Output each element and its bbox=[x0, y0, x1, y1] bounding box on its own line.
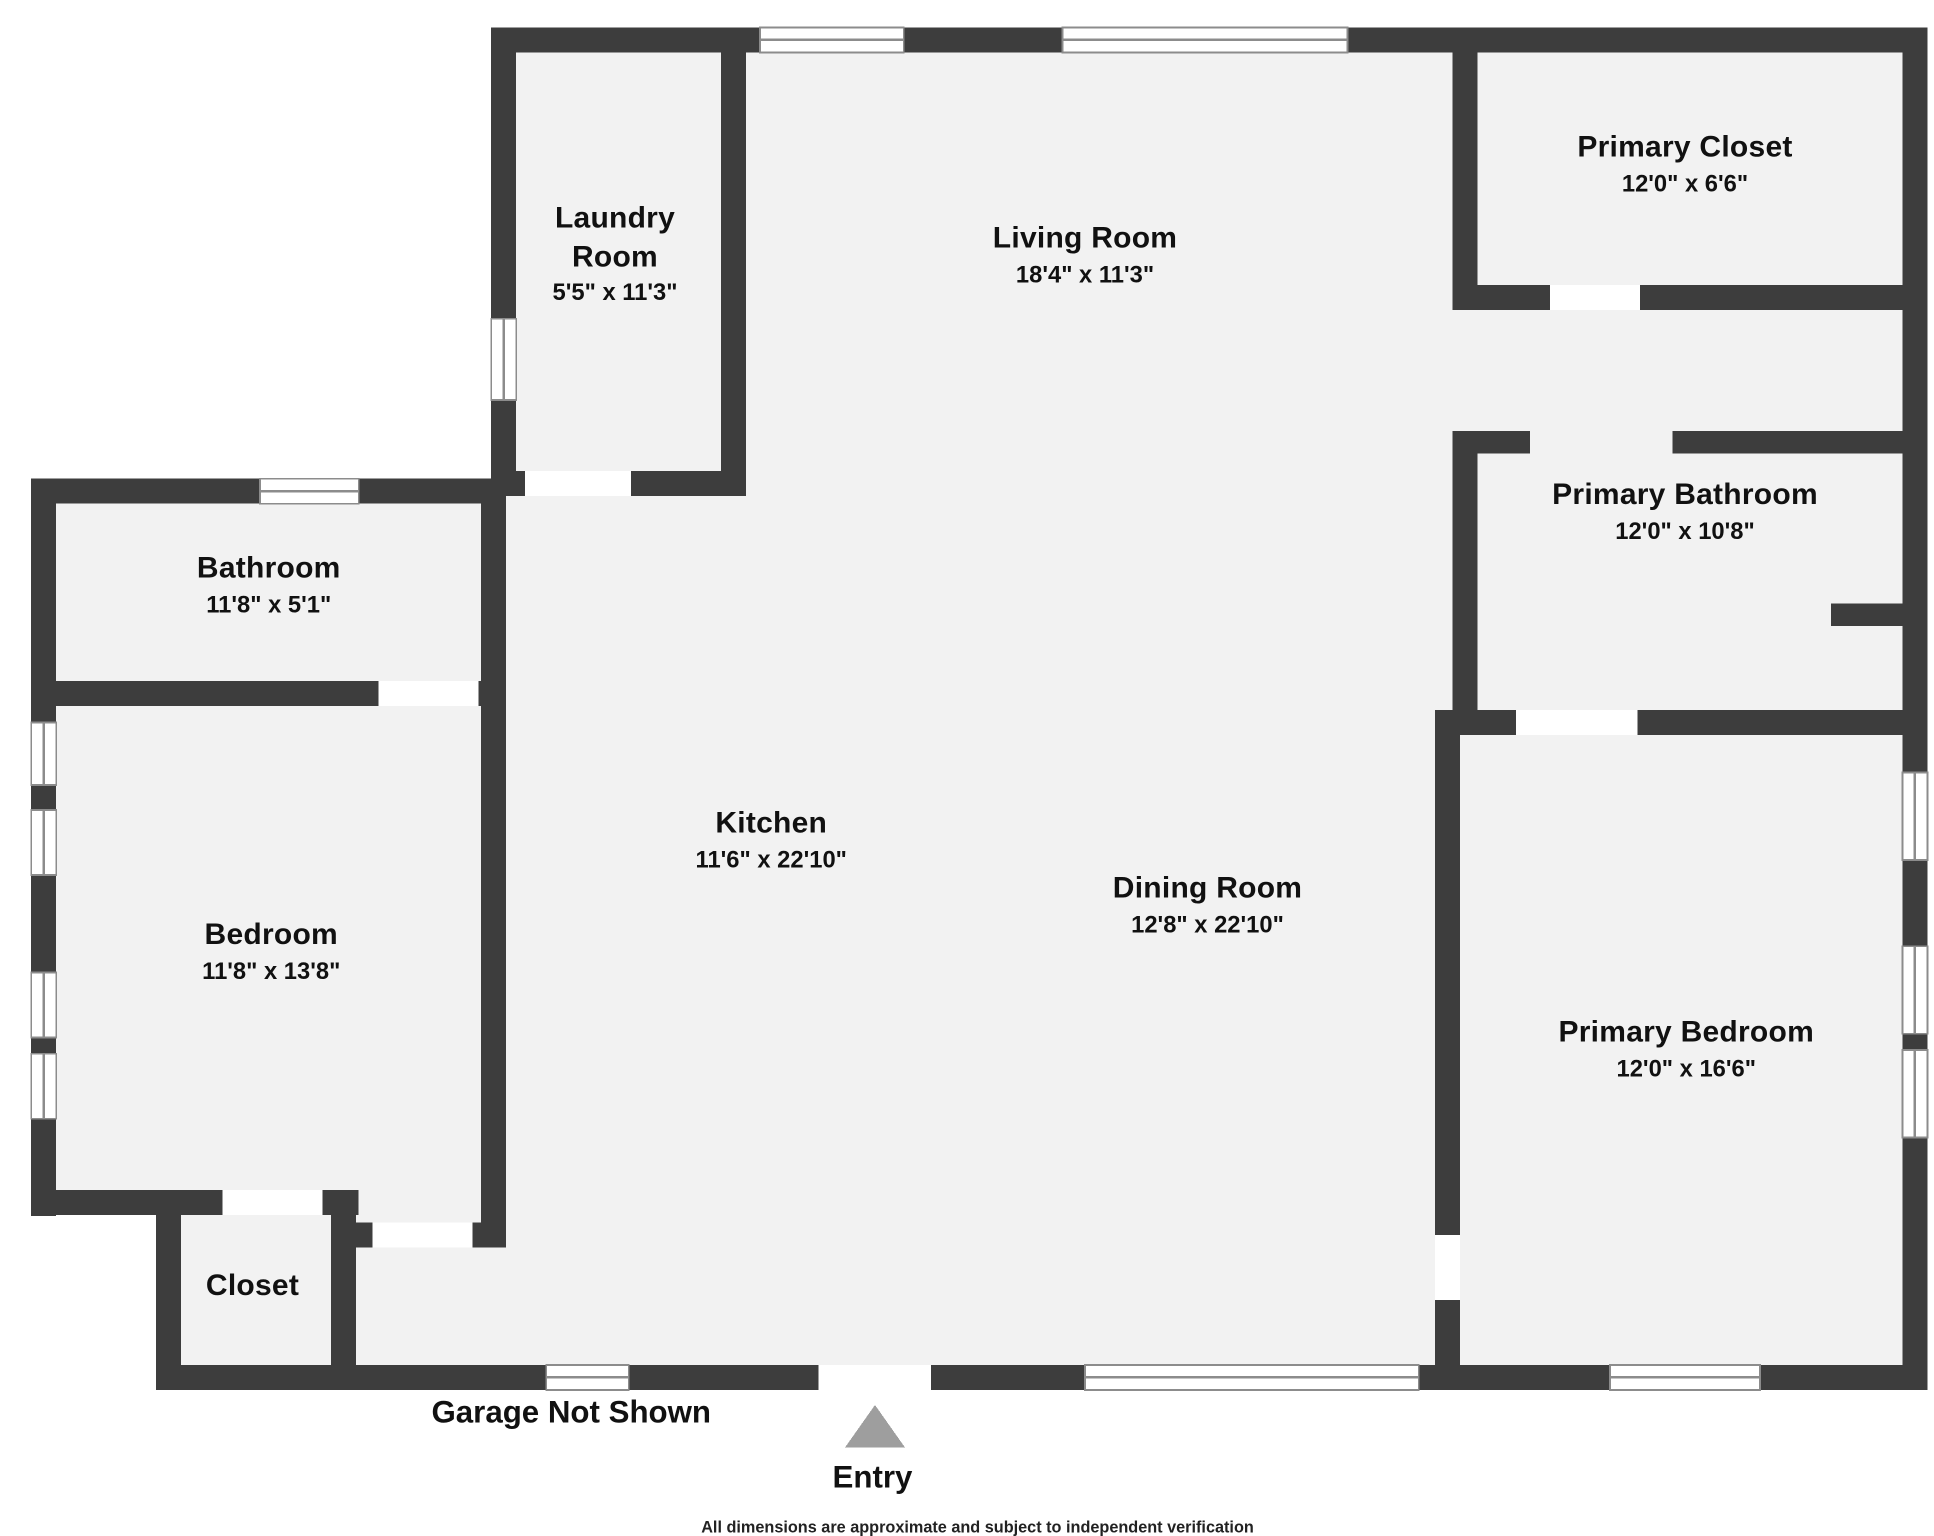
room-label-primary-bathroom: Primary Bathroom 12'0" x 10'8" bbox=[1552, 476, 1818, 546]
wall-segment bbox=[1452, 27, 1928, 53]
window-marker bbox=[30, 721, 58, 786]
room-label-kitchen: Kitchen 11'6" x 22'10" bbox=[696, 805, 847, 875]
room-name: Bathroom bbox=[196, 551, 341, 585]
entry-label: Entry bbox=[832, 1460, 913, 1495]
wall-segment bbox=[491, 27, 517, 497]
floor-kitchen-left bbox=[499, 487, 750, 1383]
window-marker bbox=[30, 971, 58, 1039]
wall-segment bbox=[1452, 284, 1928, 310]
room-dimensions: 12'0" x 16'6" bbox=[1616, 1055, 1756, 1083]
room-dimensions: 12'0" x 6'6" bbox=[1621, 170, 1749, 198]
floor-center bbox=[737, 34, 1457, 1383]
window-marker bbox=[30, 809, 58, 876]
room-name: Primary Bedroom bbox=[1558, 1015, 1815, 1049]
window-marker bbox=[545, 1364, 630, 1391]
room-dimensions: 11'8" x 13'8" bbox=[202, 958, 341, 985]
room-name: Bedroom bbox=[204, 917, 338, 952]
wall-segment bbox=[156, 1189, 182, 1390]
floor-right-wing bbox=[1456, 34, 1919, 1383]
window-marker bbox=[1901, 1049, 1929, 1139]
wall-segment bbox=[721, 27, 747, 497]
room-dimensions: 5'5" x 11'3" bbox=[552, 280, 678, 307]
floor-laundry bbox=[499, 34, 738, 488]
room-dimensions: 12'8" x 22'10" bbox=[1131, 912, 1284, 939]
window-marker bbox=[1061, 26, 1349, 54]
window-marker bbox=[759, 26, 905, 54]
wall-segment bbox=[1452, 431, 1530, 454]
room-label-closet: Closet bbox=[206, 1268, 299, 1306]
room-label-bedroom: Bedroom 11'8" x 13'8" bbox=[202, 916, 340, 986]
room-label-dining: Dining Room 12'8" x 22'10" bbox=[1113, 870, 1302, 940]
door-opening bbox=[378, 681, 479, 707]
floor-closet bbox=[162, 1193, 357, 1383]
door-opening bbox=[372, 1222, 473, 1248]
room-dimensions: 11'8" x 5'1" bbox=[206, 592, 332, 619]
window-marker bbox=[1901, 771, 1929, 861]
door-openings bbox=[222, 284, 1640, 1390]
room-name: Closet bbox=[205, 1268, 300, 1303]
window-marker bbox=[1084, 1364, 1420, 1391]
window-marker bbox=[1609, 1364, 1761, 1391]
wall-segment bbox=[491, 27, 747, 53]
wall-segment bbox=[1831, 603, 1928, 627]
room-label-primary-bedroom: Primary Bedroom 12'0" x 16'6" bbox=[1558, 1014, 1814, 1084]
room-name: Primary Closet bbox=[1577, 130, 1793, 164]
room-name: Kitchen bbox=[715, 806, 828, 840]
wall-segment bbox=[1902, 27, 1928, 1390]
garage-note: Garage Not Shown bbox=[431, 1395, 712, 1430]
door-opening bbox=[222, 1189, 323, 1215]
windows bbox=[30, 26, 1929, 1391]
wall-segment bbox=[331, 1189, 357, 1390]
wall-segment bbox=[1452, 27, 1478, 310]
door-opening bbox=[1516, 709, 1638, 735]
door-opening bbox=[524, 471, 632, 497]
wall-segment bbox=[1672, 431, 1928, 454]
window-marker bbox=[490, 317, 518, 401]
room-name: Primary Bathroom bbox=[1552, 477, 1818, 512]
wall-segment bbox=[1452, 431, 1478, 735]
room-label-laundry: Laundry Room 5'5" x 11'3" bbox=[553, 200, 678, 308]
wall-segment bbox=[481, 478, 507, 1248]
door-opening bbox=[1549, 284, 1640, 310]
room-dimensions: 12'0" x 10'8" bbox=[1615, 518, 1755, 545]
room-label-living: Living Room 18'4" x 11'3" bbox=[993, 220, 1177, 290]
room-name: Room bbox=[571, 239, 658, 274]
window-marker bbox=[259, 477, 360, 505]
room-name: Dining Room bbox=[1112, 871, 1303, 905]
entry-arrow-icon bbox=[844, 1404, 905, 1448]
room-label-bathroom: Bathroom 11'8" x 5'1" bbox=[197, 550, 341, 620]
window-marker bbox=[1901, 945, 1929, 1035]
door-opening bbox=[1434, 1234, 1460, 1300]
floor-areas bbox=[31, 34, 1919, 1383]
window-marker bbox=[30, 1052, 58, 1120]
door-opening bbox=[818, 1364, 932, 1390]
room-name: Laundry bbox=[554, 201, 676, 235]
floor-left-wing bbox=[31, 487, 500, 1207]
room-name: Living Room bbox=[992, 221, 1178, 255]
room-label-primary-closet: Primary Closet 12'0" x 6'6" bbox=[1577, 129, 1792, 199]
disclaimer-text: All dimensions are approximate and subje… bbox=[701, 1517, 1254, 1536]
room-dimensions: 11'6" x 22'10" bbox=[695, 847, 847, 874]
room-dimensions: 18'4" x 11'3" bbox=[1015, 262, 1155, 289]
